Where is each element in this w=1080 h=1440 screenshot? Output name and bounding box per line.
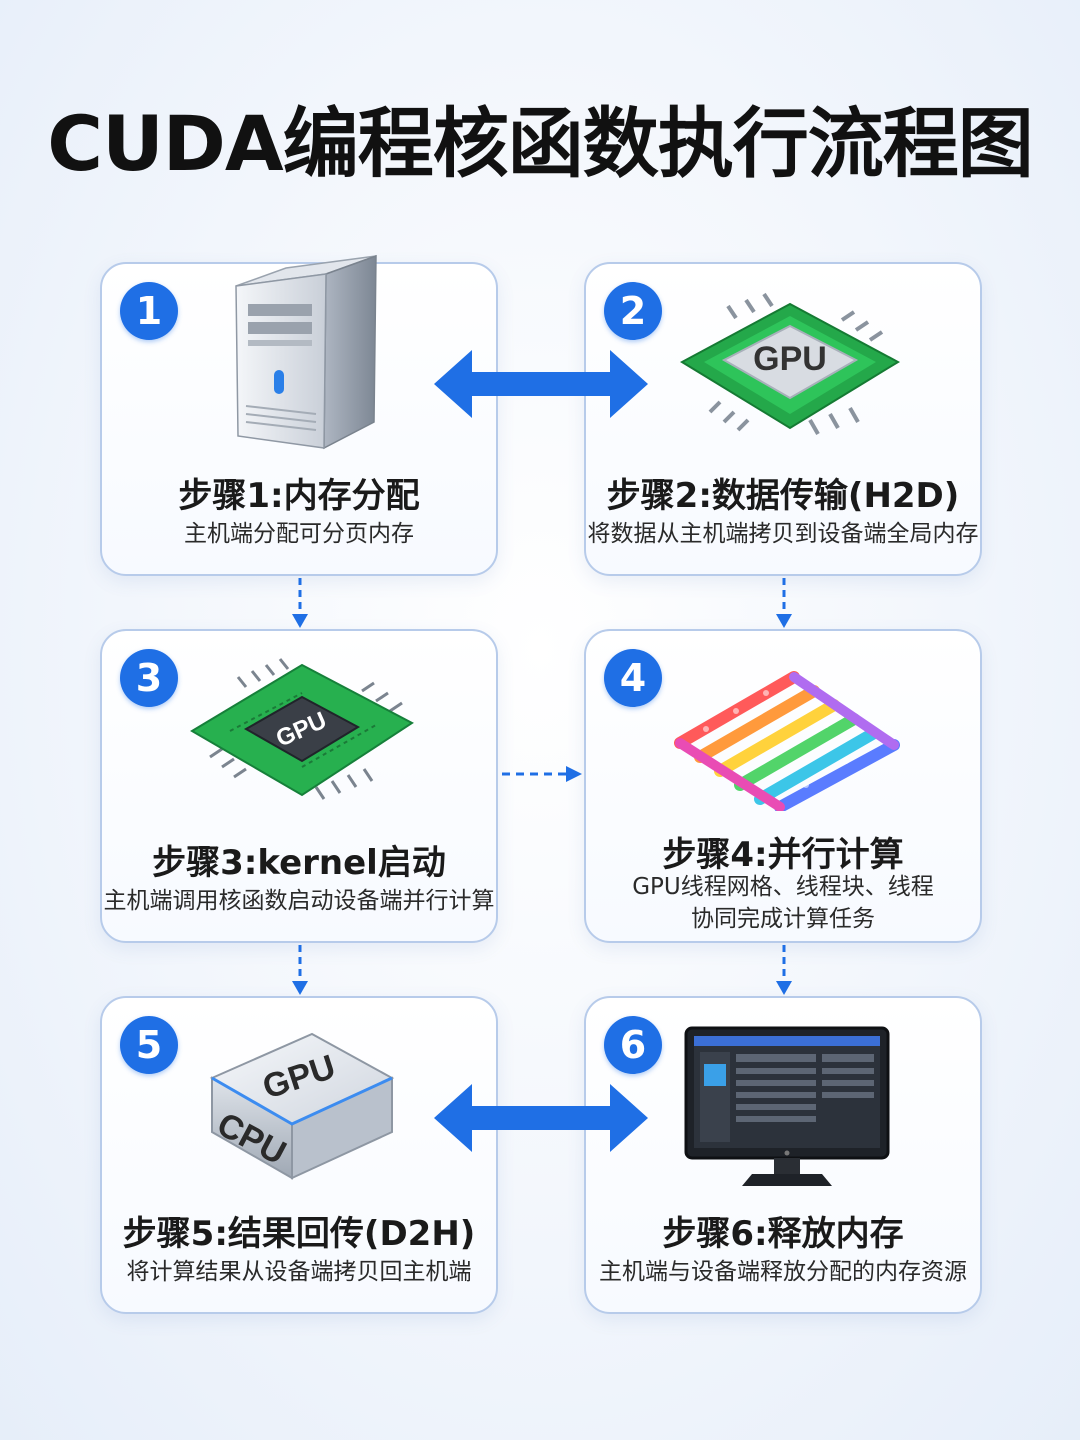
step-title: 步骤3:kernel启动 (102, 835, 496, 884)
gpu-chip-label: GPU (753, 340, 827, 378)
step-description-line-1: GPU线程网格、线程块、线程 (586, 871, 980, 903)
step-number-badge: 4 (604, 649, 662, 707)
dashed-arrow-4-6 (772, 943, 796, 997)
step-number-badge: 6 (604, 1016, 662, 1074)
double-arrow-1-2 (430, 346, 652, 422)
step-description-line-2: 协同完成计算任务 (586, 903, 980, 935)
page-title: CUDA编程核函数执行流程图 (0, 82, 1080, 192)
step-number-badge: 1 (120, 282, 178, 340)
step-title: 步骤5:结果回传(D2H) (102, 1206, 496, 1255)
step-description: 将数据从主机端拷贝到设备端全局内存 (586, 518, 980, 550)
dashed-arrow-2-4 (772, 576, 796, 630)
step-description: 主机端调用核函数启动设备端并行计算 (102, 885, 496, 917)
gpu-board-icon: GPU (186, 657, 418, 807)
step-number-badge: 5 (120, 1016, 178, 1074)
step-title: 步骤2:数据传输(H2D) (586, 468, 980, 517)
server-tower-icon (226, 238, 386, 458)
step-card-3: 3 GPU 步骤3:kernel启动 主机端调用核函数启动设备端并行计算 (100, 629, 498, 943)
dashed-arrow-3-4 (500, 762, 584, 786)
gpu-chip-icon: GPU (670, 292, 910, 442)
gpu-cpu-block-icon: GPU CPU (202, 1018, 402, 1188)
step-title: 步骤6:释放内存 (586, 1206, 980, 1255)
step-description: 将计算结果从设备端拷贝回主机端 (102, 1256, 496, 1288)
dashed-arrow-1-3 (288, 576, 312, 630)
double-arrow-5-6 (430, 1080, 652, 1156)
dashed-arrow-3-5 (288, 943, 312, 997)
step-title: 步骤4:并行计算 (586, 827, 980, 876)
step-title: 步骤1:内存分配 (102, 468, 496, 517)
step-card-4: 4 步骤4:并行计算 GPU线程网格、线程块、线程 协同完成计算任务 (584, 629, 982, 943)
step-description: 主机端分配可分页内存 (102, 518, 496, 550)
step-number-badge: 3 (120, 649, 178, 707)
step-number-badge: 2 (604, 282, 662, 340)
step-description: 主机端与设备端释放分配的内存资源 (586, 1256, 980, 1288)
monitor-icon (682, 1022, 892, 1192)
thread-grid-icon (666, 647, 906, 811)
